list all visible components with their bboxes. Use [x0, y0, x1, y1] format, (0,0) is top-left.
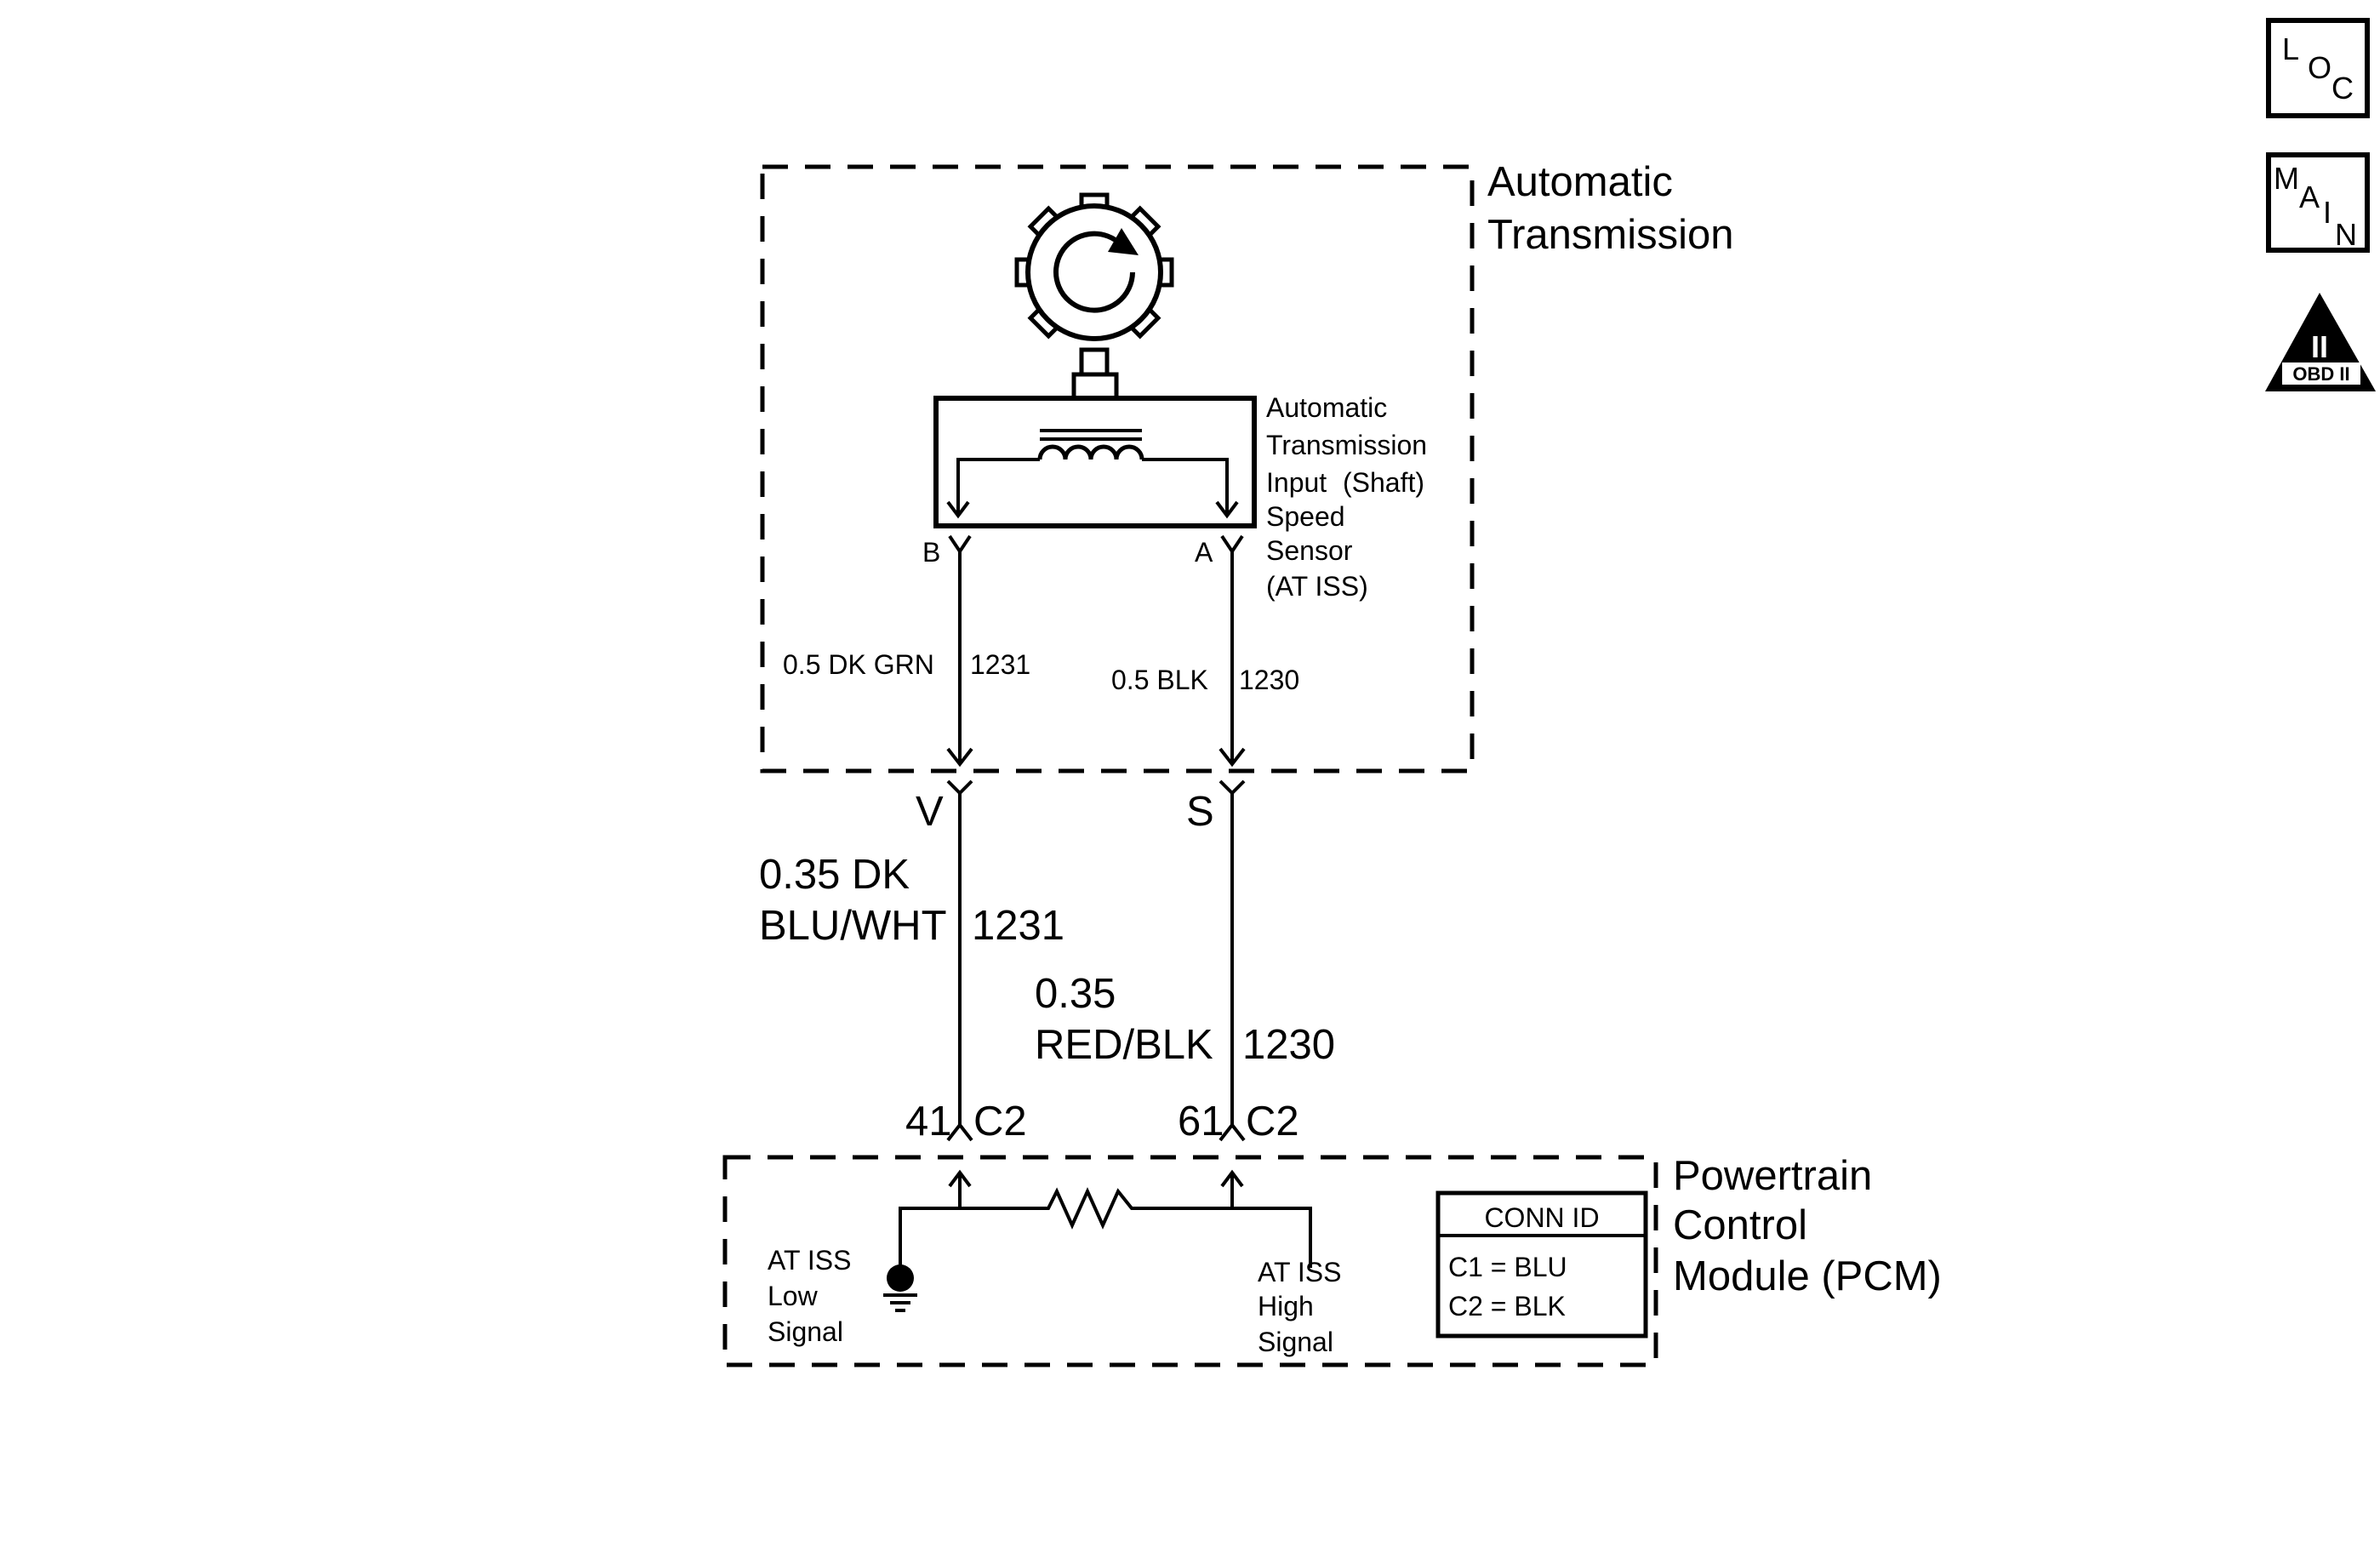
harness-right-line1: 0.35 [1035, 971, 1116, 1017]
conn-id-row-1: C1 = BLU [1448, 1252, 1567, 1282]
high-signal-label-2: High [1258, 1291, 1314, 1321]
svg-text:I: I [2323, 195, 2331, 230]
pcm-internal-circuit [899, 1169, 1312, 1276]
speed-sensor [933, 372, 1257, 528]
wire-left-circuit: 1231 [970, 649, 1030, 680]
sensor-pin-a: A [1195, 537, 1213, 568]
svg-text:M: M [2274, 161, 2299, 196]
sensor-label-2: Transmission [1266, 430, 1427, 460]
svg-text:O: O [2308, 50, 2331, 85]
pcm-title-3: Module (PCM) [1673, 1253, 1942, 1299]
sensor-label-1: Automatic [1266, 392, 1387, 423]
conn-id-row-2: C2 = BLK [1448, 1291, 1566, 1321]
transmission-title: Automatic [1487, 159, 1673, 205]
pcm-title-2: Control [1673, 1202, 1807, 1248]
pcm-pin-41: 41 [905, 1099, 952, 1144]
ground-icon [883, 1264, 917, 1312]
svg-text:A: A [2299, 180, 2320, 214]
harness-left-circuit: 1231 [972, 903, 1064, 949]
wire-left-spec: 0.5 DK GRN [783, 649, 934, 680]
sensor-label-4: Speed [1266, 501, 1345, 532]
harness-right-line2: RED/BLK [1035, 1022, 1213, 1068]
low-signal-label-1: AT ISS [768, 1245, 851, 1276]
pcm-pin-41-symbol [946, 1122, 973, 1142]
pcm-pin-61-symbol [1219, 1122, 1246, 1142]
harness-left-line1: 0.35 DK [759, 852, 910, 898]
sensor-pin-b: B [922, 537, 940, 568]
obd-ii-icon[interactable]: II OBD II [2265, 293, 2376, 391]
pcm-conn-left: C2 [973, 1099, 1027, 1144]
conn-id-table: CONN ID C1 = BLU C2 = BLK [1435, 1190, 1648, 1339]
svg-text:OBD II: OBD II [2292, 363, 2349, 385]
sensor-pin-a-symbol [1220, 534, 1244, 555]
svg-text:L: L [2282, 31, 2299, 66]
sensor-label-3: Input [1266, 467, 1327, 498]
sensor-label-6: (AT ISS) [1266, 571, 1368, 602]
pcm-title-1: Powertrain [1673, 1153, 1872, 1199]
wire-right-spec: 0.5 BLK [1111, 665, 1208, 695]
svg-text:C: C [2331, 71, 2354, 106]
low-signal-label-2: Low [768, 1281, 819, 1311]
harness-left-line2: BLU/WHT [759, 903, 947, 949]
pcm-boundary [722, 1155, 1658, 1367]
conn-id-header: CONN ID [1484, 1202, 1599, 1233]
wire-right-circuit: 1230 [1239, 665, 1299, 695]
svg-text:N: N [2335, 217, 2357, 252]
svg-text:II: II [2311, 329, 2328, 364]
high-signal-label-3: Signal [1258, 1327, 1333, 1357]
transmission-title-2: Transmission [1487, 212, 1734, 258]
transmission-boundary [760, 164, 1475, 773]
harness-right-circuit: 1230 [1242, 1022, 1335, 1068]
sensor-pin-b-symbol [948, 534, 972, 555]
high-signal-label-1: AT ISS [1258, 1257, 1341, 1287]
sensor-label-3b: (Shaft) [1343, 467, 1424, 498]
sensor-label-5: Sensor [1266, 535, 1353, 566]
pcm-pin-61: 61 [1178, 1099, 1224, 1144]
main-icon[interactable]: M A I N [2266, 152, 2370, 253]
tone-wheel-icon [1014, 192, 1174, 378]
inline-pin-v: V [916, 789, 944, 835]
low-signal-label-3: Signal [768, 1316, 843, 1347]
loc-icon[interactable]: L O C [2266, 18, 2370, 118]
pcm-conn-right: C2 [1246, 1099, 1299, 1144]
inline-pin-s: S [1186, 789, 1214, 835]
